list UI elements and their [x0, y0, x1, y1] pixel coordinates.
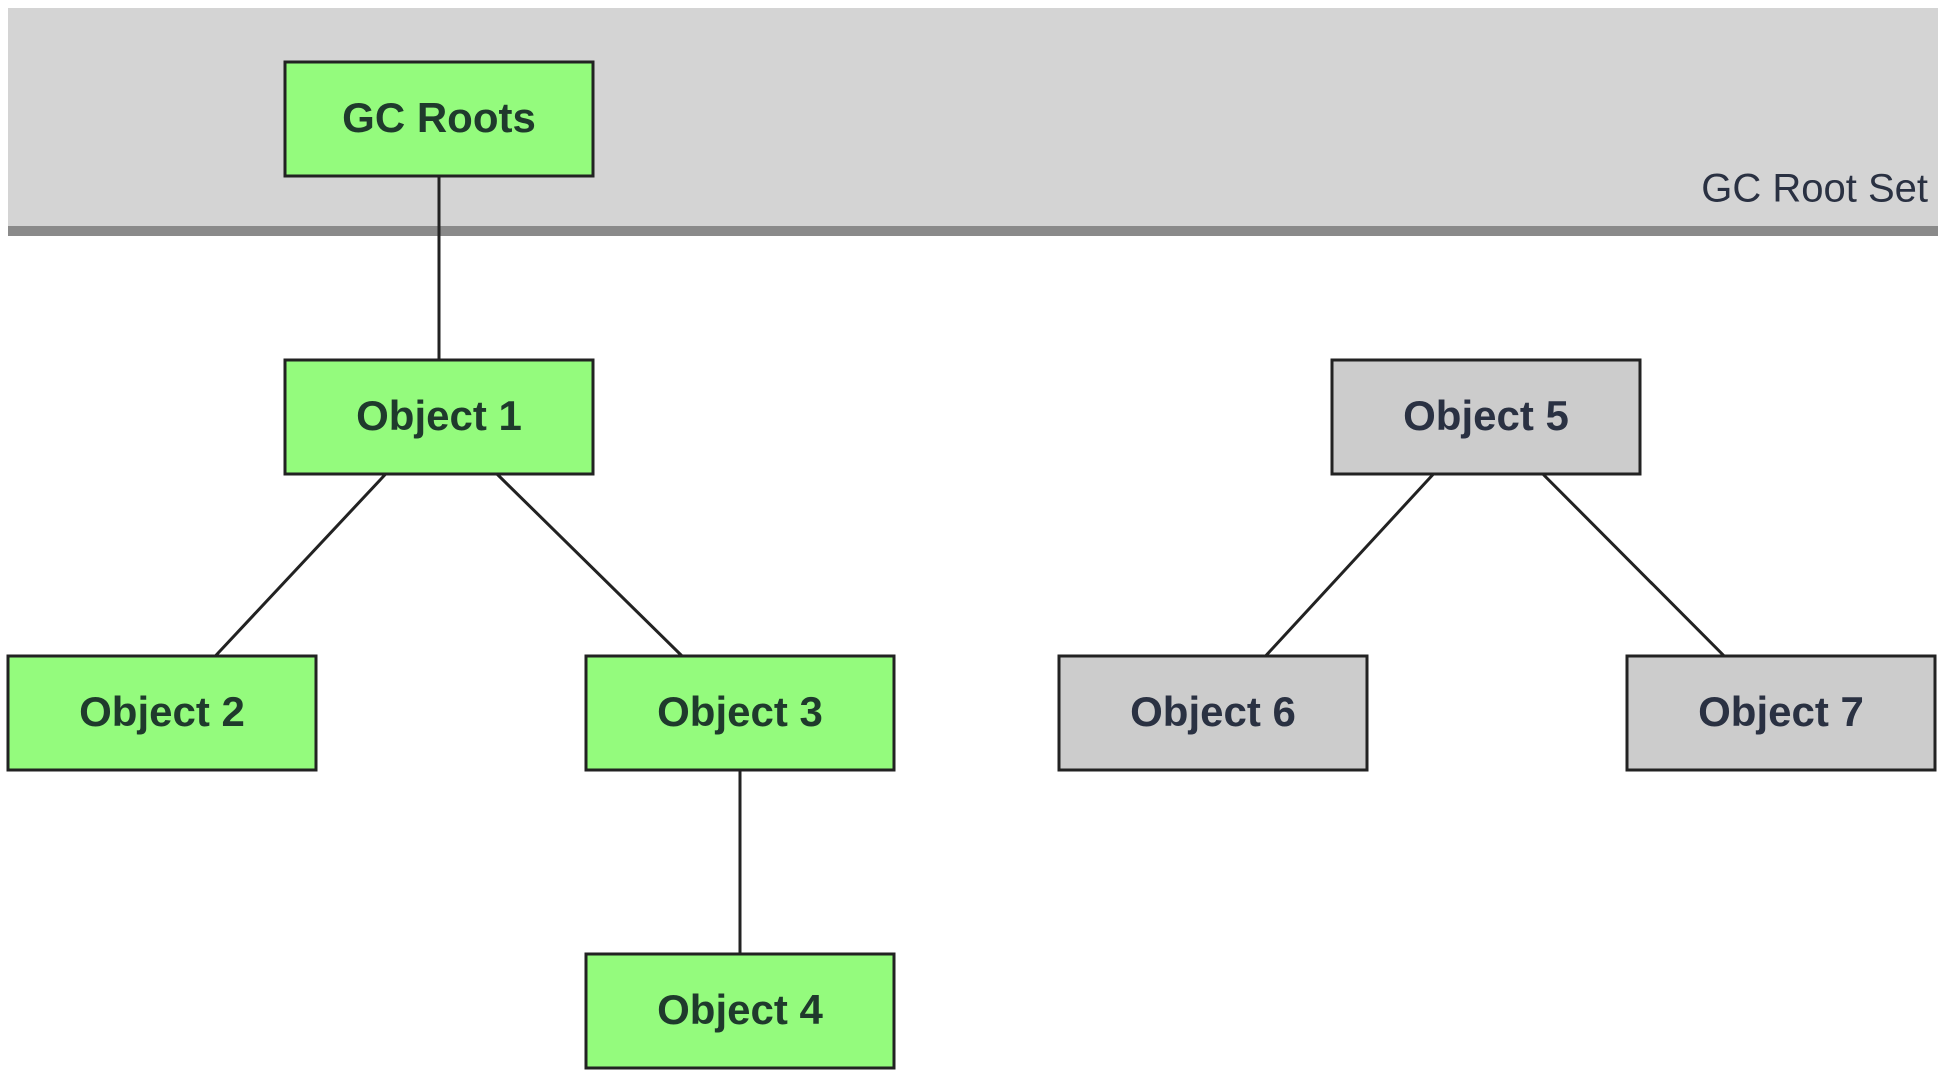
node-box-object-1 — [283, 358, 595, 476]
node-box-object-5 — [1330, 358, 1642, 476]
node-box-object-2 — [6, 654, 318, 772]
root-set-divider — [8, 226, 1938, 236]
node-box-object-6 — [1057, 654, 1369, 772]
edge-object-1-to-object-2 — [214, 472, 387, 658]
node-object-6: Object 6 — [1057, 654, 1369, 772]
node-box-object-3 — [584, 654, 896, 772]
edge-object-5-to-object-6 — [1264, 472, 1435, 658]
root-set-label: GC Root Set — [1701, 167, 1928, 211]
node-box-gc-roots — [283, 60, 595, 178]
node-label-object-6: Object 6 — [1130, 688, 1296, 735]
node-gc-roots: GC Roots — [283, 60, 595, 178]
node-label-object-5: Object 5 — [1403, 392, 1569, 439]
node-label-object-2: Object 2 — [79, 688, 245, 735]
edge-object-5-to-object-7 — [1541, 472, 1726, 658]
node-label-object-7: Object 7 — [1698, 688, 1864, 735]
node-object-3: Object 3 — [584, 654, 896, 772]
node-box-object-4 — [584, 952, 896, 1070]
node-label-object-3: Object 3 — [657, 688, 823, 735]
node-object-4: Object 4 — [584, 952, 896, 1070]
node-box-object-7 — [1625, 654, 1937, 772]
node-object-7: Object 7 — [1625, 654, 1937, 772]
node-object-1: Object 1 — [283, 358, 595, 476]
node-object-2: Object 2 — [6, 654, 318, 772]
edges-layer — [214, 176, 1726, 954]
node-label-gc-roots: GC Roots — [342, 94, 536, 141]
edge-object-1-to-object-3 — [495, 472, 684, 658]
node-label-object-4: Object 4 — [657, 986, 823, 1033]
node-object-5: Object 5 — [1330, 358, 1642, 476]
node-label-object-1: Object 1 — [356, 392, 522, 439]
